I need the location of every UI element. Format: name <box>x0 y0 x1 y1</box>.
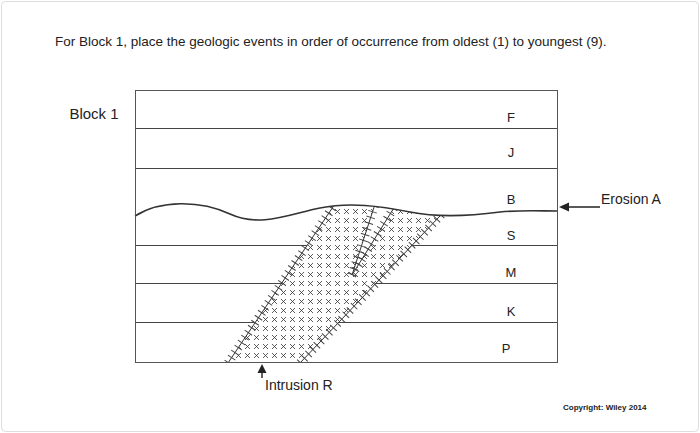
layer-letter: P <box>502 341 511 357</box>
bedding-line <box>135 322 558 323</box>
rock-layer: K <box>136 284 557 323</box>
layer-letter: B <box>507 192 516 208</box>
rock-layer: B <box>136 169 557 213</box>
layer-letter: S <box>507 228 516 244</box>
erosion-pointer <box>566 206 600 207</box>
rock-layer: S <box>136 213 557 246</box>
contact-tick-line <box>300 195 460 363</box>
rock-layer: J <box>136 129 557 169</box>
layer-letter: F <box>507 110 515 126</box>
arrow-head <box>258 364 267 373</box>
erosion-surface <box>135 204 558 220</box>
rock-block: Block 1FJBSMKP <box>135 90 558 363</box>
layer-letter: M <box>506 265 517 281</box>
rock-layer: F <box>136 91 557 129</box>
contact-tick-line <box>228 195 341 363</box>
bedding-line <box>135 128 558 129</box>
bedding-line <box>135 168 558 169</box>
block-label: Block 1 <box>69 105 118 123</box>
rock-layer: M <box>136 246 557 284</box>
layer-letter: K <box>507 304 516 320</box>
arrow-head <box>559 203 569 212</box>
copyright-note: Copyright: Wiley 2014 <box>563 403 647 413</box>
rock-layer: P <box>136 323 557 363</box>
erosion-label: Erosion A <box>596 191 666 208</box>
layer-letter: J <box>508 145 515 161</box>
question-title: For Block 1, place the geologic events i… <box>55 34 607 50</box>
intrusion-label: Intrusion R <box>265 377 333 394</box>
